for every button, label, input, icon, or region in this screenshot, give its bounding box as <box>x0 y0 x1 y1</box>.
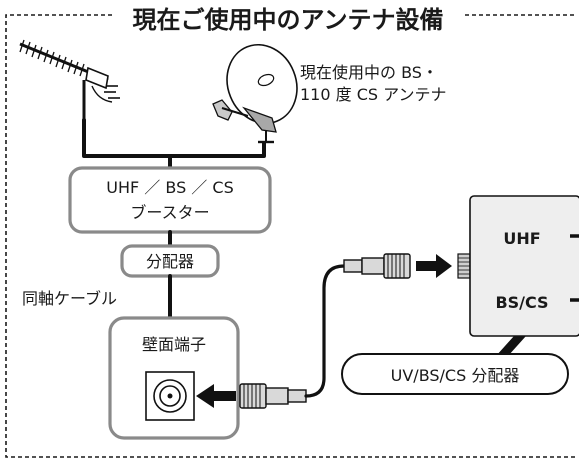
uv-splitter-port-bscs: BS/CS <box>495 293 548 312</box>
coax-cable-to-splitter <box>304 264 346 398</box>
arrow-to-splitter-icon <box>416 254 452 278</box>
booster-label-line1: UHF ／ BS ／ CS <box>106 178 233 197</box>
splitter-small-label: 分配器 <box>146 252 194 271</box>
wall-outlet-label: 壁面端子 <box>142 335 206 354</box>
arrow-to-outlet-icon <box>196 384 236 408</box>
splitter-input-port-icon <box>457 253 471 279</box>
uv-splitter-name-label: UV/BS/CS 分配器 <box>391 366 520 385</box>
f-connector-upper-icon <box>343 253 411 279</box>
dashed-frame <box>5 14 577 458</box>
coax-cable-label: 同軸ケーブル <box>22 289 117 308</box>
f-connector-lower-icon <box>239 383 307 409</box>
bs-dish-antenna-icon <box>212 43 298 144</box>
wall-outlet-jack-icon <box>145 371 195 421</box>
dish-caption-line2: 110 度 CS アンテナ <box>300 85 447 104</box>
antenna-feed-cable <box>82 118 266 158</box>
uv-splitter-port-uhf: UHF <box>503 229 540 248</box>
uhf-antenna-icon <box>19 39 120 122</box>
diagram-title: 現在ご使用中のアンテナ設備 <box>132 6 443 34</box>
booster-label-line2: ブースター <box>130 203 209 222</box>
uv-splitter-name-box <box>341 353 569 395</box>
dish-caption-line1: 現在使用中の BS・ <box>300 63 438 82</box>
uv-splitter-device <box>469 195 579 356</box>
